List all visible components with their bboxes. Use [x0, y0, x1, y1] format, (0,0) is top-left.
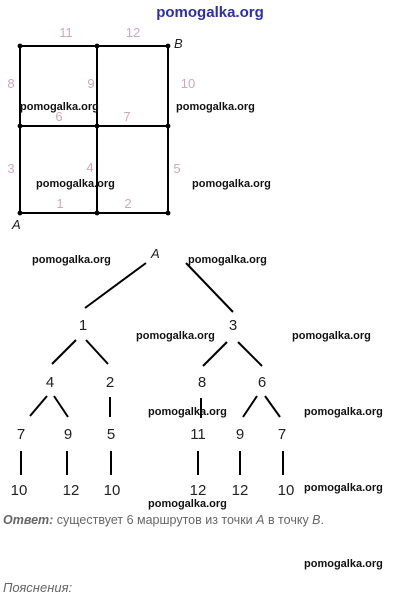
notes-title: Пояснения:: [3, 580, 73, 595]
answer-point-b: B: [312, 513, 321, 527]
edge-label-6: 6: [55, 109, 62, 124]
answer-line: Ответ: существует 6 маршрутов из точки A…: [3, 513, 415, 527]
edge-label-11: 11: [59, 25, 73, 40]
tree-edge: [53, 395, 69, 418]
edge-label-10: 10: [181, 76, 195, 91]
watermark: pomogalka.org: [32, 254, 111, 266]
tree-node: 7: [278, 426, 286, 443]
tree-edge: [202, 341, 228, 367]
edge-label-2: 2: [124, 196, 131, 211]
vertex: [17, 123, 23, 129]
edge-label-12: 12: [126, 25, 140, 40]
tree-node: 10: [104, 482, 121, 499]
watermark: pomogalka.org: [304, 406, 383, 418]
tree-node: 2: [106, 374, 114, 391]
tree-node: 12: [190, 482, 207, 499]
tree-edges: [20, 262, 284, 475]
vertex: [94, 123, 100, 129]
vertex: [94, 43, 100, 49]
vertex: [165, 123, 171, 129]
tree-node: 12: [63, 482, 80, 499]
watermark: pomogalka.org: [192, 178, 271, 190]
watermark: pomogalka.org: [188, 254, 267, 266]
edge-label-8: 8: [7, 76, 14, 91]
vertex: [17, 210, 23, 216]
tree-edge: [51, 339, 77, 365]
watermark: pomogalka.org: [304, 482, 383, 494]
tree-edge: [85, 339, 109, 365]
answer-point-a: A: [256, 513, 265, 527]
answer-lead: Ответ:: [3, 513, 54, 527]
tree-node: 9: [64, 426, 72, 443]
grid-label-b: B: [174, 36, 183, 51]
tree-node: 10: [278, 482, 295, 499]
watermark: pomogalka.org: [36, 178, 115, 190]
tree-node: 8: [198, 374, 206, 391]
tree-edge: [237, 341, 263, 367]
answer-text-before: существует 6 маршрутов из точки: [53, 513, 257, 527]
tree-node: 7: [17, 426, 25, 443]
edge-label-3: 3: [7, 161, 14, 176]
watermark: pomogalka.org: [136, 330, 215, 342]
tree-node: 12: [232, 482, 249, 499]
edge-label-7: 7: [123, 109, 130, 124]
watermark: pomogalka.org: [304, 558, 383, 570]
edge-label-4: 4: [86, 160, 93, 175]
watermark-top: pomogalka.org: [156, 4, 264, 21]
watermark: pomogalka.org: [292, 330, 371, 342]
tree-node: 11: [190, 426, 206, 443]
watermark: pomogalka.org: [148, 498, 227, 510]
tree-node: 6: [258, 374, 266, 391]
vertex: [165, 43, 171, 49]
tree-node: 1: [79, 317, 87, 334]
watermark: pomogalka.org: [20, 101, 99, 113]
tree-edge: [242, 395, 258, 418]
watermark: pomogalka.org: [148, 406, 227, 418]
tree-edge: [185, 262, 234, 313]
tree-edge: [29, 395, 48, 417]
tree-node: 3: [229, 317, 237, 334]
tree-node: 5: [107, 426, 115, 443]
answer-text-mid: в точку: [264, 513, 313, 527]
vertex: [17, 43, 23, 49]
edge-label-1: 1: [56, 196, 63, 211]
grid-vertices: [17, 43, 171, 216]
tree-edge: [84, 262, 147, 309]
grid-label-a: A: [11, 217, 21, 232]
tree-edge: [264, 395, 281, 418]
vertex: [165, 210, 171, 216]
tree-node: 9: [236, 426, 244, 443]
edge-label-9: 9: [87, 76, 94, 91]
tree-node: 10: [11, 482, 28, 499]
grid-outline: [19, 45, 169, 214]
tree-node: 4: [46, 374, 54, 391]
answer-text-end: .: [320, 513, 324, 527]
grid-graph: [19, 45, 169, 214]
edge-label-5: 5: [173, 161, 180, 176]
tree-root-a: A: [150, 246, 160, 261]
watermark: pomogalka.org: [176, 101, 255, 113]
vertex: [94, 210, 100, 216]
